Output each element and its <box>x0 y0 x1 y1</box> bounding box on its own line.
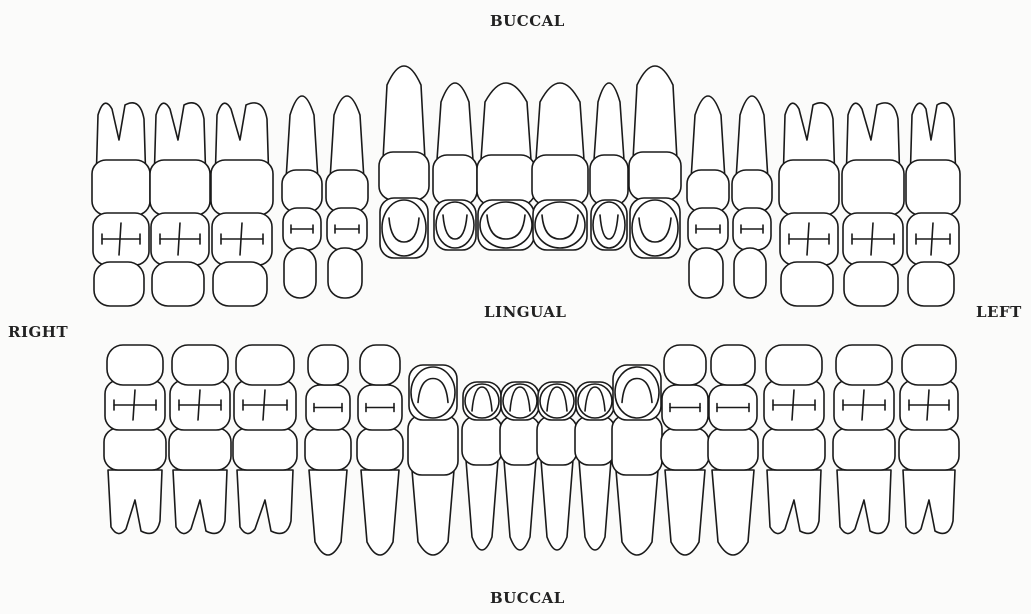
lower-molar-tooth <box>169 345 231 534</box>
upper-incisor-tooth <box>532 83 588 250</box>
upper-premolar-tooth <box>687 96 729 298</box>
lower-incisor-tooth <box>462 382 502 550</box>
lower-premolar-tooth <box>708 345 758 555</box>
lower-molar-tooth <box>899 345 959 534</box>
lower-incisor-tooth <box>537 382 577 550</box>
upper-molar-tooth <box>211 103 273 306</box>
upper-canine-tooth <box>629 66 681 258</box>
upper-molar-tooth <box>779 103 839 306</box>
lower-premolar-tooth <box>661 345 709 555</box>
lower-premolar-tooth <box>305 345 351 555</box>
upper-arch <box>92 66 960 306</box>
lower-incisor-tooth <box>575 382 615 550</box>
upper-molar-tooth <box>906 103 960 306</box>
upper-molar-tooth <box>92 103 150 306</box>
lower-premolar-tooth <box>357 345 403 555</box>
lower-molar-tooth <box>233 345 297 534</box>
lower-canine-tooth <box>612 365 662 555</box>
lower-canine-tooth <box>408 365 458 555</box>
upper-molar-tooth <box>150 103 210 306</box>
upper-premolar-tooth <box>326 96 368 298</box>
upper-premolar-tooth <box>282 96 322 298</box>
lower-molar-tooth <box>763 345 825 534</box>
lower-incisor-tooth <box>500 382 540 550</box>
upper-incisor-tooth <box>590 83 628 250</box>
lower-molar-tooth <box>104 345 166 534</box>
upper-molar-tooth <box>842 103 904 306</box>
upper-premolar-tooth <box>732 96 772 298</box>
upper-incisor-tooth <box>433 83 477 250</box>
lower-molar-tooth <box>833 345 895 534</box>
upper-incisor-tooth <box>477 83 535 250</box>
lower-arch <box>104 345 959 555</box>
upper-canine-tooth <box>379 66 429 258</box>
